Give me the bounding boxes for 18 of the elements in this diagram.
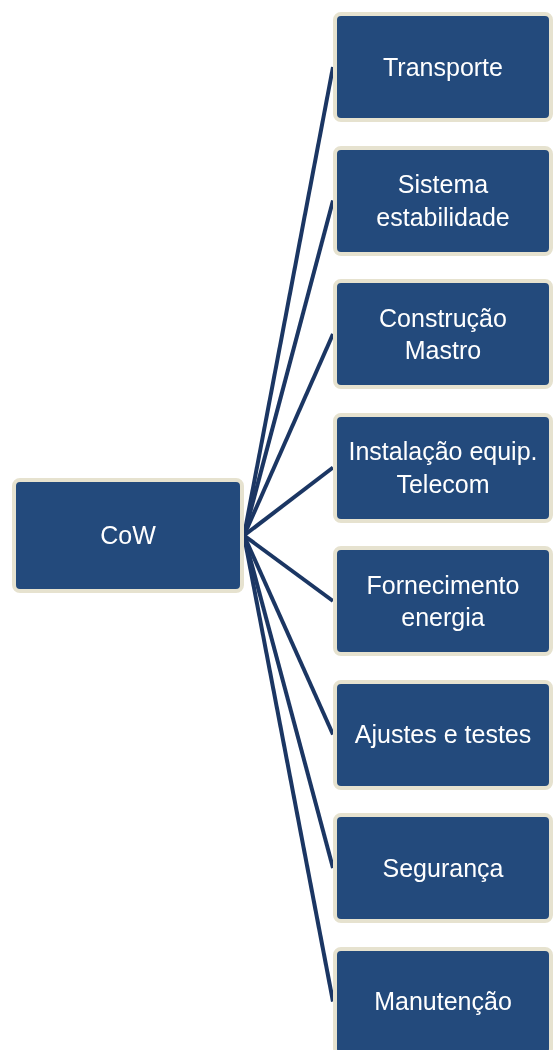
box-label: Transporte: [383, 51, 503, 83]
branch-box: [333, 412, 553, 523]
branch-box: [333, 946, 553, 1050]
branch-box: [333, 279, 553, 389]
box-label: Instalação equip. Telecom: [347, 436, 539, 500]
branch-box: [333, 679, 553, 790]
branch-box: [333, 813, 553, 923]
branch-box: [333, 145, 553, 256]
box-label: CoW: [100, 520, 156, 552]
box-label: Sistema estabilidade: [375, 169, 511, 233]
root-box: [12, 478, 244, 593]
box-label: Fornecimento energia: [365, 569, 521, 633]
box-label: Ajustes e testes: [354, 719, 532, 751]
box-label: Segurança: [382, 852, 504, 884]
box-label: Manutenção: [374, 986, 512, 1018]
box-label: Construção Mastro: [378, 302, 508, 366]
branch-box: [333, 546, 553, 656]
branch-box: [333, 12, 553, 122]
